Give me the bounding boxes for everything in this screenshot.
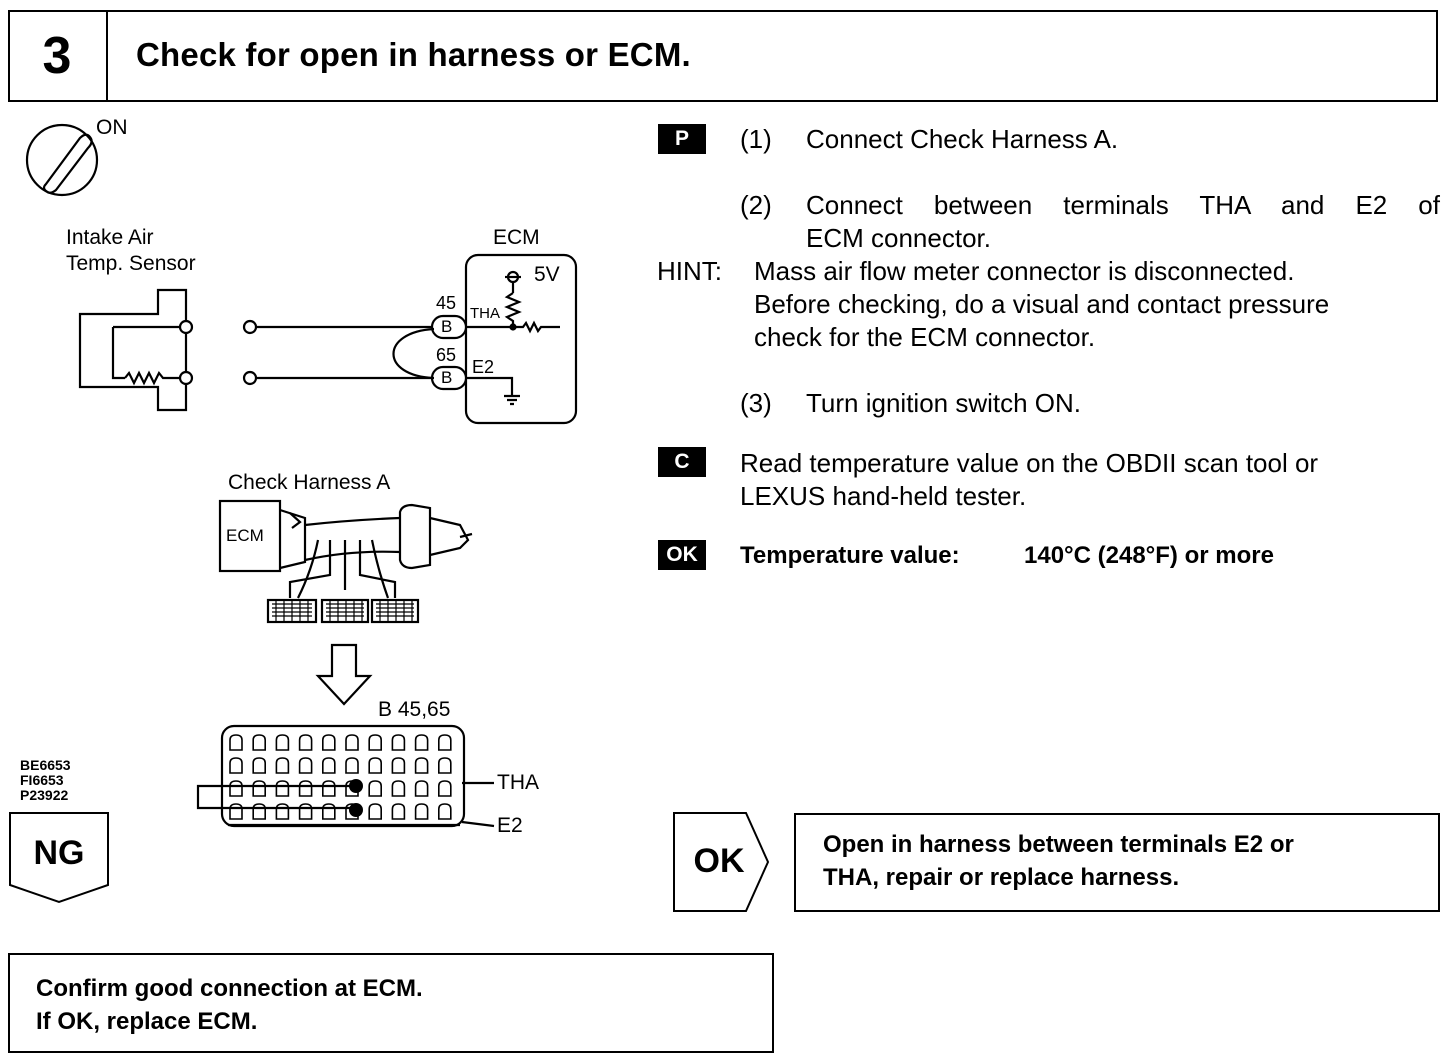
connector-pin bbox=[298, 780, 313, 797]
connector-pin bbox=[252, 757, 266, 774]
ok-badge: OK bbox=[658, 540, 706, 570]
sensor-label-line2: Temp. Sensor bbox=[66, 252, 196, 275]
hint-label: HINT: bbox=[657, 256, 722, 286]
wiring-diagram bbox=[25, 123, 578, 828]
ng-label: NG bbox=[33, 834, 85, 872]
hint-line2: Before checking, do a visual and contact… bbox=[754, 289, 1330, 319]
ecm-box bbox=[464, 253, 578, 425]
connector-pin bbox=[368, 734, 382, 751]
connector-pin bbox=[322, 734, 336, 751]
connector-pin bbox=[414, 757, 429, 774]
connector-pin bbox=[322, 780, 336, 797]
connector-pin bbox=[391, 734, 406, 751]
connector-pin bbox=[229, 780, 243, 797]
connector-pin bbox=[345, 734, 359, 751]
step1-text: Connect Check Harness A. bbox=[806, 124, 1119, 154]
connector-pin bbox=[298, 803, 313, 820]
connector-pin bbox=[414, 803, 429, 820]
connector-pin bbox=[252, 734, 266, 751]
ok-result-line2: THA, repair or replace harness. bbox=[823, 864, 1180, 891]
ng-result-line1: Confirm good connection at ECM. bbox=[36, 975, 423, 1002]
down-arrow-icon bbox=[315, 643, 373, 706]
result-tabs bbox=[9, 812, 770, 912]
connector-pin bbox=[229, 803, 243, 820]
sensor-resistor bbox=[124, 370, 186, 386]
connector-b-top: B bbox=[441, 317, 453, 336]
spec-label: Temperature value: bbox=[740, 542, 960, 569]
connector-pin bbox=[438, 780, 452, 797]
tha-label: THA bbox=[470, 305, 500, 322]
connector-pin bbox=[252, 780, 266, 797]
connector-pin bbox=[229, 734, 243, 751]
ok-result-line1: Open in harness between terminals E2 or bbox=[823, 831, 1294, 858]
spec-value: 140°C (248°F) or more bbox=[1024, 542, 1274, 569]
p-badge: P bbox=[658, 124, 706, 154]
harness-ecm-label: ECM bbox=[226, 526, 264, 545]
figure-code-3: P23922 bbox=[20, 787, 69, 803]
step-title: Check for open in harness or ECM. bbox=[136, 36, 691, 73]
step1-number: (1) bbox=[740, 124, 772, 154]
connector-pin bbox=[368, 780, 382, 797]
step3-number: (3) bbox=[740, 388, 772, 418]
connector-pin bbox=[368, 803, 382, 820]
figure-code-2: FI6653 bbox=[20, 772, 64, 788]
pin-45-label: 45 bbox=[436, 293, 457, 313]
ignition-switch-icon bbox=[25, 123, 99, 197]
connector-pin bbox=[391, 803, 406, 820]
connector-pin bbox=[275, 757, 290, 774]
step2-line1: Connect between terminals THA and E2 of bbox=[806, 190, 1440, 220]
check-line2: LEXUS hand-held tester. bbox=[740, 481, 1027, 511]
e2-label: E2 bbox=[472, 357, 495, 377]
connector-pin bbox=[414, 734, 429, 751]
connector-pin bbox=[368, 757, 382, 774]
connector-pin bbox=[229, 757, 243, 774]
connector-pin bbox=[275, 734, 290, 751]
connector-pin bbox=[391, 757, 406, 774]
step3-text: Turn ignition switch ON. bbox=[806, 388, 1082, 418]
hint-line1: Mass air flow meter connector is disconn… bbox=[754, 256, 1295, 286]
jumper-wire bbox=[392, 327, 435, 380]
connector-b-bottom: B bbox=[441, 368, 453, 387]
connector-pin bbox=[391, 780, 406, 797]
ok-tab-shape bbox=[673, 812, 770, 912]
figure-code-1: BE6653 bbox=[20, 757, 71, 773]
step2-number: (2) bbox=[740, 190, 772, 220]
connector-tha-label: THA bbox=[497, 771, 539, 794]
ng-result-line2: If OK, replace ECM. bbox=[36, 1008, 258, 1035]
step-header-box bbox=[8, 10, 1438, 102]
c-badge: C bbox=[658, 447, 706, 477]
step-number: 3 bbox=[8, 10, 108, 102]
check-line1: Read temperature value on the OBDII scan… bbox=[740, 448, 1319, 478]
sensor-body bbox=[78, 288, 188, 412]
connector-pin bbox=[345, 757, 359, 774]
connector-pins-label: B 45,65 bbox=[378, 698, 451, 721]
hint-line3: check for the ECM connector. bbox=[754, 322, 1096, 352]
pin-65-label: 65 bbox=[436, 345, 457, 365]
check-harness-label: Check Harness A bbox=[228, 471, 391, 494]
connector-pin bbox=[322, 757, 336, 774]
ok-label: OK bbox=[693, 842, 745, 880]
connector-pin bbox=[298, 757, 313, 774]
ok-result-box bbox=[794, 813, 1440, 912]
sensor-label-line1: Intake Air bbox=[66, 226, 154, 249]
connector-pin bbox=[275, 780, 290, 797]
connector-e2-label: E2 bbox=[497, 814, 523, 837]
connector-pin bbox=[275, 803, 290, 820]
ecm-label: ECM bbox=[493, 226, 540, 249]
connector-pin bbox=[438, 734, 452, 751]
connector-pin bbox=[252, 803, 266, 820]
connector-pin bbox=[414, 780, 429, 797]
ng-tab-shape bbox=[9, 812, 109, 904]
step2-line2: ECM connector. bbox=[806, 223, 991, 253]
connector-pin bbox=[438, 803, 452, 820]
ignition-on-label: ON bbox=[96, 116, 128, 139]
ng-result-box bbox=[8, 953, 774, 1053]
connector-pin bbox=[322, 803, 336, 820]
voltage-label: 5V bbox=[534, 263, 560, 286]
connector-pin bbox=[298, 734, 313, 751]
connector-pin bbox=[438, 757, 452, 774]
